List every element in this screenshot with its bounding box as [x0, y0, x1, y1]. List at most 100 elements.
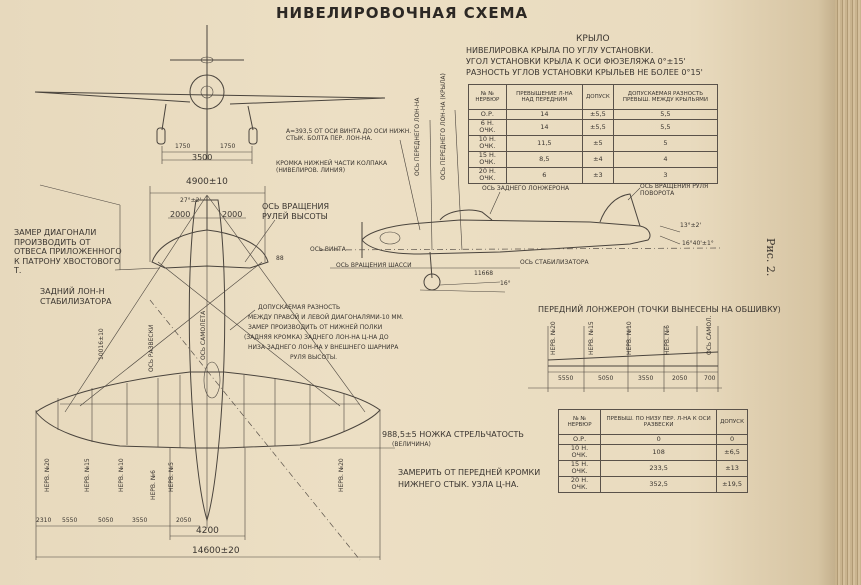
stab-dim-right: 2000 [222, 210, 243, 219]
nerv-label: НЕРВ. №5 [168, 462, 175, 492]
allowed-diff-2: МЕЖДУ ПРАВОЙ И ЛЕВОЙ ДИАГОНАЛЯМИ-10 мм. [248, 314, 404, 321]
wing-table-head: ДОПУСК [581, 84, 614, 110]
wing-table-header: № № НЕРВЮР ПРЕВЫШЕНИЕ Л-НА НАД ПЕРЕДНИМ … [468, 84, 719, 110]
front-spar-label: ОСЬ ПЕРЕДНЕГО ЛОН-НА [414, 97, 421, 176]
cell: 4 [612, 150, 719, 168]
aircraft-axis-label: ОСЬ САМОЛЕТА [200, 310, 207, 360]
spar-table-head: ПРЕВЫШ. ПО НИЗУ ПЕР. Л-НА К ОСИ РАЗВЕСКИ [600, 409, 718, 435]
front-dim-right: 1750 [220, 143, 236, 150]
elevator-axis-label: ОСЬ ВРАЩЕНИЯ РУЛЕЙ ВЫСОТЫ [262, 202, 330, 221]
cell: ±13 [716, 459, 748, 477]
spar-table: № № НЕРВЮР ПРЕВЫШ. ПО НИЗУ ПЕР. Л-НА К О… [557, 409, 748, 493]
nerv-label: НЕРВ. №15 [84, 458, 91, 492]
stab-angle: 27°±2' [180, 197, 202, 204]
page-stack-edge [835, 0, 861, 585]
measure-note-2: НИЖНЕГО СТЫК. УЗЛА Ц-НА. [398, 480, 519, 489]
front-spar-heading: ПЕРЕДНИЙ ЛОНЖЕРОН (ТОЧКИ ВЫНЕСЕНЫ НА ОБШ… [538, 305, 781, 314]
diag-note: ЗАМЕР ДИАГОНАЛИ ПРОИЗВОДИТЬ ОТ ОТВЕСА ПР… [14, 228, 122, 276]
wing-line-1: НИВЕЛИРОВКА КРЫЛА ПО УГЛУ УСТАНОВКИ. [466, 46, 654, 55]
angle-3: 16° [500, 280, 511, 287]
bottom-dim: 3550 [132, 517, 148, 524]
spar-dim: 5050 [598, 375, 614, 382]
center-width-dim: 4200 [196, 526, 219, 536]
spar-nerv-label: НЕРВ. №6 [664, 325, 671, 355]
nerv-label: НЕРВ. №20 [338, 458, 345, 492]
cell: 20 Н. ОЧК. [557, 475, 602, 493]
cell: ±6,5 [716, 444, 748, 461]
allowed-diff-4: (ЗАДНЯЯ КРОМКА) ЗАДНЕГО ЛОН-НА Ц-НА ДО [244, 334, 389, 341]
cell: 0 [716, 434, 748, 445]
prop-axis-note: А=393,5 ОТ ОСИ ВИНТА ДО ОСИ НИЖН. СТЫК. … [286, 128, 412, 143]
cell: 20 Н. ОЧК. [468, 166, 507, 184]
spar-nerv-label: НЕРВ. №15 [588, 321, 595, 355]
allowed-diff-1: ДОПУСКАЕМАЯ РАЗНОСТЬ [258, 304, 341, 311]
wing-table: № № НЕРВЮР ПРЕВЫШЕНИЕ Л-НА НАД ПЕРЕДНИМ … [468, 84, 719, 184]
cell: 11,5 [505, 134, 583, 152]
gun-note: 988,5±5 НОЖКА СТРЕЛЬЧАТОСТЬ [382, 430, 524, 439]
table-row: 10 Н. ОЧК.108±6,5 [557, 444, 748, 461]
measure-note-1: ЗАМЕРИТЬ ОТ ПЕРЕДНЕЙ КРОМКИ [398, 468, 541, 477]
front-spar-label-2: ОСЬ ПЕРЕДНЕГО ЛОН-НА (КРЫЛА) [440, 73, 447, 180]
cell: 0 [600, 434, 718, 445]
front-spar-profile [528, 326, 722, 392]
spar-table-header: № № НЕРВЮР ПРЕВЫШ. ПО НИЗУ ПЕР. Л-НА К О… [557, 409, 748, 435]
diag-dim: 10016±10 [98, 328, 105, 360]
figure-label: Рис. 2. [763, 238, 777, 277]
bottom-dim: 2050 [176, 517, 192, 524]
dim-88: 88 [276, 255, 284, 262]
spar-dim: 3550 [638, 375, 654, 382]
cell: 5,5 [612, 109, 719, 120]
wing-line-2: УГОЛ УСТАНОВКИ КРЫЛА К ОСИ ФЮЗЕЛЯЖА 0°±1… [466, 57, 686, 66]
bottom-dim: 2310 [36, 517, 52, 524]
cell: ±5 [581, 134, 614, 152]
cell: ±19,5 [716, 475, 748, 493]
cell: 10 Н. ОЧК. [468, 134, 507, 152]
side-view-aircraft [319, 109, 721, 293]
lower-edge-label: КРОМКА НИЖНЕЙ ЧАСТИ КОЛПАКА (НИВЕЛИРОВ. … [276, 160, 388, 175]
stab-axis-label: ОСЬ СТАБИЛИЗАТОРА [520, 259, 589, 266]
cell: 15 Н. ОЧК. [557, 459, 602, 477]
total-span-dim: 14600±20 [192, 546, 240, 556]
gun-sub: (ВЕЛИЧИНА) [392, 441, 431, 448]
spar-nerv-label: ОСЬ САМОЛ. [706, 315, 713, 355]
wing-heading: КРЫЛО [576, 34, 610, 44]
allowed-diff-5: НИЗА ЗАДНЕГО ЛОН-НА У ВНЕШНЕГО ШАРНИРА [248, 344, 399, 351]
spar-dim: 5550 [558, 375, 574, 382]
prop-axis-label: ОСЬ ВИНТА [310, 246, 346, 253]
spar-nerv-label: НЕРВ. №10 [626, 321, 633, 355]
cell: 10 Н. ОЧК. [557, 444, 602, 461]
table-row: 20 Н. ОЧК.352,5±19,5 [557, 475, 748, 493]
cell: ±3 [581, 166, 614, 184]
front-dim-left: 1750 [175, 143, 191, 150]
front-dim-total: 3500 [192, 153, 213, 162]
cell: ±5,5 [581, 109, 614, 120]
allowed-diff-6: РУЛЯ ВЫСОТЫ. [290, 354, 338, 361]
wing-table-head: № № НЕРВЮР [468, 84, 507, 110]
page-title: НИВЕЛИРОВОЧНАЯ СХЕМА [276, 4, 529, 22]
cell: 108 [600, 444, 718, 461]
cell: 6 Н. ОЧК. [468, 119, 507, 136]
spar-table-head: № № НЕРВЮР [557, 409, 602, 435]
bottom-dim: 5050 [98, 517, 114, 524]
table-row: 15 Н. ОЧК.233,5±13 [557, 459, 748, 477]
stab-dim-left: 2000 [170, 210, 191, 219]
spar-dim: 700 [704, 375, 716, 382]
balance-axis-label: ОСЬ РАЗВЕСКИ [148, 324, 155, 372]
plan-view-aircraft [35, 184, 395, 561]
angle-1: 13°±2' [680, 222, 702, 229]
nerv-label: НЕРВ. №10 [118, 458, 125, 492]
spar-dim: 2050 [672, 375, 688, 382]
cell: 5,5 [612, 119, 719, 136]
cell: 8,5 [505, 150, 583, 168]
bottom-dim: 5550 [62, 517, 78, 524]
allowed-diff-3: ЗАМЕР ПРОИЗВОДИТЬ ОТ НИЖНЕЙ ПОЛКИ [248, 324, 383, 331]
spar-table-head: ДОПУСК [716, 409, 748, 435]
wing-line-3: РАЗНОСТЬ УГЛОВ УСТАНОВКИ КРЫЛЬЕВ НЕ БОЛЕ… [466, 68, 703, 77]
rudder-axis-label: ОСЬ ВРАЩЕНИЯ РУЛЯ ПОВОРОТА [640, 183, 709, 198]
cell: 233,5 [600, 459, 718, 477]
cell: 15 Н. ОЧК. [468, 150, 507, 168]
